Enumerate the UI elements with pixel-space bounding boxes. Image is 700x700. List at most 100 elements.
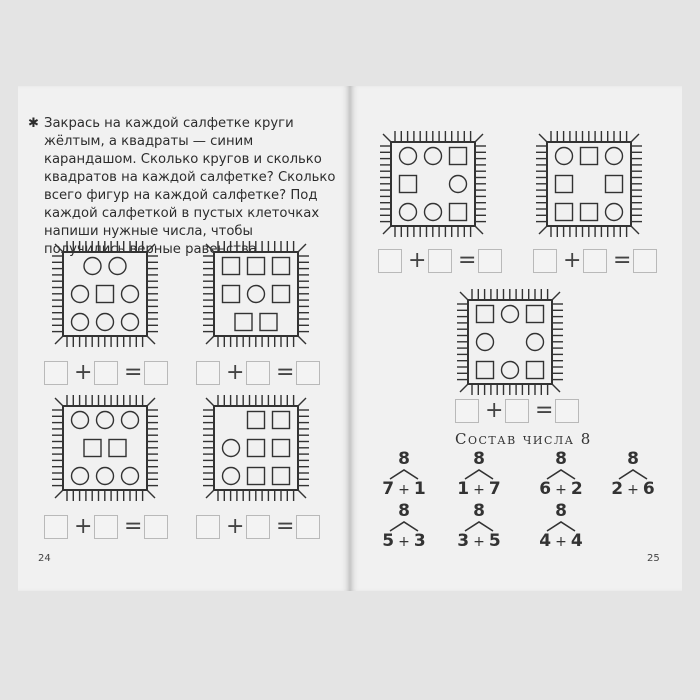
circle-shape bbox=[221, 438, 241, 458]
circle-shape bbox=[525, 332, 545, 352]
branch-wedge bbox=[464, 521, 494, 532]
answer-box-sum[interactable] bbox=[633, 249, 657, 273]
circle-shape bbox=[221, 466, 241, 486]
answer-box-sum[interactable] bbox=[296, 515, 320, 539]
answer-box-2[interactable] bbox=[94, 361, 118, 385]
equals-sign: = bbox=[276, 514, 295, 539]
square-shape bbox=[271, 256, 291, 276]
circle-shape bbox=[70, 284, 90, 304]
napkin-frame bbox=[467, 299, 553, 385]
answer-box-1[interactable] bbox=[455, 399, 479, 423]
answer-box-1[interactable] bbox=[44, 361, 68, 385]
circle-shape bbox=[398, 202, 418, 222]
instruction-text: Закрась на каждой салфетке круги жёлтым,… bbox=[44, 116, 336, 257]
answer-box-sum[interactable] bbox=[144, 361, 168, 385]
answer-box-sum[interactable] bbox=[296, 361, 320, 385]
square-shape bbox=[554, 202, 574, 222]
composition-total: 8 bbox=[398, 449, 410, 469]
square-shape bbox=[234, 312, 253, 332]
answer-box-1[interactable] bbox=[196, 361, 220, 385]
answer-box-2[interactable] bbox=[246, 515, 270, 539]
equals-sign: = bbox=[535, 398, 554, 423]
plus-sign: + bbox=[555, 482, 567, 498]
page-number-left: 24 bbox=[38, 553, 51, 564]
circle-shape bbox=[70, 312, 90, 332]
composition-part-b: 6 bbox=[642, 479, 655, 499]
equation-row: += bbox=[196, 360, 320, 386]
branch-wedge bbox=[618, 469, 648, 480]
circle-shape bbox=[475, 332, 495, 352]
plus-sign: + bbox=[563, 248, 582, 273]
branch-wedge bbox=[546, 521, 576, 532]
square-shape bbox=[271, 466, 291, 486]
square-shape bbox=[398, 174, 418, 194]
fringe bbox=[52, 395, 158, 501]
circle-shape bbox=[70, 466, 90, 486]
square-shape bbox=[554, 174, 574, 194]
circle-shape bbox=[604, 202, 624, 222]
plus-sign: + bbox=[74, 514, 93, 539]
plus-sign: + bbox=[473, 534, 485, 550]
composition-part-a: 2 bbox=[611, 479, 624, 499]
composition-part-a: 7 bbox=[382, 479, 395, 499]
fringe bbox=[536, 131, 642, 237]
fringe bbox=[457, 289, 563, 395]
answer-box-1[interactable] bbox=[533, 249, 557, 273]
circle-shape bbox=[120, 284, 140, 304]
answer-box-2[interactable] bbox=[246, 361, 270, 385]
square-shape bbox=[475, 304, 495, 324]
circle-shape bbox=[83, 256, 102, 276]
square-shape bbox=[525, 360, 545, 380]
composition-part-b: 5 bbox=[488, 531, 501, 551]
napkin-frame bbox=[62, 405, 148, 491]
square-shape bbox=[475, 360, 495, 380]
equation-row: += bbox=[378, 248, 502, 274]
answer-box-sum[interactable] bbox=[555, 399, 579, 423]
answer-box-2[interactable] bbox=[583, 249, 607, 273]
square-shape bbox=[579, 202, 599, 222]
fringe bbox=[52, 241, 158, 347]
composition-part-b: 4 bbox=[570, 531, 583, 551]
plus-sign: + bbox=[398, 482, 410, 498]
circle-shape bbox=[95, 466, 115, 486]
plus-sign: + bbox=[473, 482, 485, 498]
plus-sign: + bbox=[627, 482, 639, 498]
square-shape bbox=[95, 284, 115, 304]
square-shape bbox=[604, 174, 624, 194]
circle-shape bbox=[554, 146, 574, 166]
answer-box-1[interactable] bbox=[378, 249, 402, 273]
equals-sign: = bbox=[458, 248, 477, 273]
square-shape bbox=[448, 202, 468, 222]
plus-sign: + bbox=[398, 534, 410, 550]
napkin-right-2 bbox=[531, 126, 647, 242]
circle-shape bbox=[423, 146, 443, 166]
square-shape bbox=[271, 284, 291, 304]
fringe bbox=[380, 131, 486, 237]
circle-shape bbox=[70, 410, 90, 430]
answer-box-2[interactable] bbox=[505, 399, 529, 423]
composition-part-a: 6 bbox=[539, 479, 552, 499]
equation-row: += bbox=[455, 398, 579, 424]
square-shape bbox=[246, 438, 266, 458]
napkin-left-4 bbox=[198, 390, 314, 506]
answer-box-sum[interactable] bbox=[478, 249, 502, 273]
equals-sign: = bbox=[124, 360, 143, 385]
page-number-right: 25 bbox=[647, 553, 660, 564]
square-shape bbox=[259, 312, 278, 332]
square-shape bbox=[246, 256, 266, 276]
circle-shape bbox=[120, 466, 140, 486]
answer-box-2[interactable] bbox=[94, 515, 118, 539]
answer-box-2[interactable] bbox=[428, 249, 452, 273]
circle-shape bbox=[500, 304, 520, 324]
answer-box-sum[interactable] bbox=[144, 515, 168, 539]
napkin-frame bbox=[213, 405, 299, 491]
plus-sign: + bbox=[226, 360, 245, 385]
star-bullet-icon: ✱ bbox=[28, 116, 39, 131]
answer-box-1[interactable] bbox=[44, 515, 68, 539]
answer-box-1[interactable] bbox=[196, 515, 220, 539]
